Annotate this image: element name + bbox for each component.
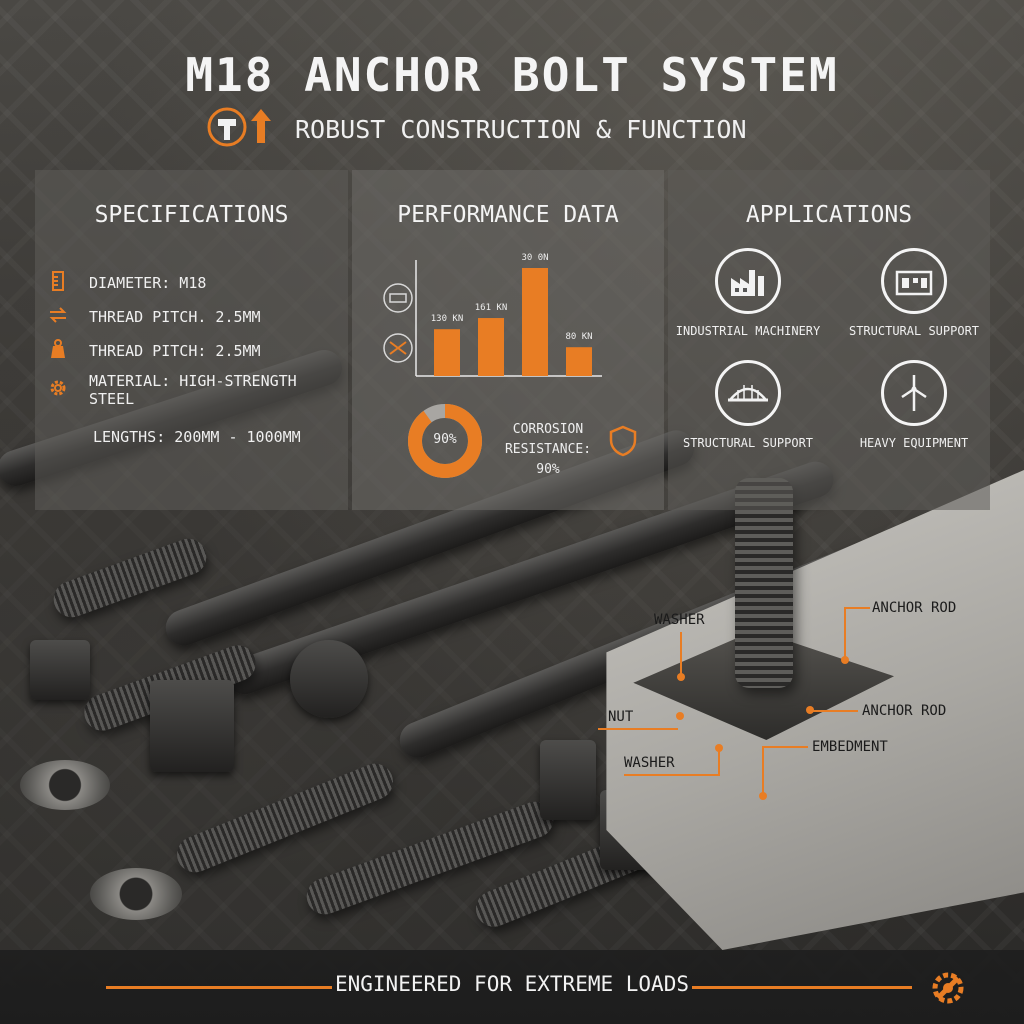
spec-thread-pitch: THREAD PITCH. 2.5MM bbox=[47, 304, 261, 330]
hex-nut bbox=[540, 740, 596, 820]
callout-dot bbox=[715, 744, 723, 752]
footer-tagline: ENGINEERED FOR EXTREME LOADS bbox=[334, 972, 689, 996]
chart-icon-1 bbox=[383, 283, 413, 313]
callout-line bbox=[812, 710, 858, 712]
subtitle-row: ROBUST CONSTRUCTION & FUNCTION bbox=[205, 104, 747, 154]
chart-data-label: 30 0N bbox=[521, 253, 548, 263]
hex-nut bbox=[150, 680, 234, 772]
bridge-icon bbox=[715, 360, 781, 426]
gear-icon bbox=[47, 377, 69, 403]
callout-embedment: EMBEDMENT bbox=[812, 739, 888, 755]
callout-line bbox=[844, 607, 870, 609]
spec-label: DIAMETER: M18 bbox=[89, 274, 207, 292]
performance-bar-chart: 130 KN 161 KN 30 0N 80 KN bbox=[383, 253, 602, 377]
callout-line bbox=[844, 607, 846, 659]
callout-dot bbox=[677, 673, 685, 681]
weight-icon bbox=[47, 338, 69, 364]
callout-line bbox=[624, 774, 720, 776]
hex-nut bbox=[290, 640, 368, 718]
chart-bar bbox=[522, 268, 548, 376]
corrosion-donut bbox=[408, 404, 482, 478]
chart-data-label: 130 KN bbox=[431, 314, 464, 324]
app-label: HEAVY EQUIPMENT bbox=[859, 436, 969, 450]
vertical-anchor-bolt bbox=[735, 478, 793, 688]
app-heavy-equipment: HEAVY EQUIPMENT bbox=[834, 360, 994, 450]
chart-bar bbox=[566, 347, 592, 376]
bolt-arrow-icon bbox=[205, 103, 277, 155]
page-title: M18 ANCHOR BOLT SYSTEM bbox=[185, 48, 839, 102]
wind-turbine-icon bbox=[881, 360, 947, 426]
callout-line bbox=[680, 632, 682, 676]
spec-label: THREAD PITCH: 2.5MM bbox=[89, 342, 261, 360]
spec-label: LENGTHS: 200MM - 1000MM bbox=[93, 428, 301, 446]
applications-panel: APPLICATIONS INDUSTRIAL MACHINERY STRUCT… bbox=[668, 170, 990, 510]
spec-diameter: DIAMETER: M18 bbox=[47, 270, 206, 296]
spec-lengths: LENGTHS: 200MM - 1000MM bbox=[93, 428, 301, 446]
chart-data-label: 80 KN bbox=[565, 332, 592, 342]
footer-line-right bbox=[692, 986, 912, 989]
specifications-panel: SPECIFICATIONS DIAMETER: M18 THREAD PITC… bbox=[35, 170, 348, 510]
callout-dot bbox=[806, 706, 814, 714]
donut-label: 90% bbox=[433, 432, 457, 447]
factory-icon bbox=[715, 248, 781, 314]
applications-heading: APPLICATIONS bbox=[745, 202, 913, 228]
spec-material: MATERIAL: HIGH-STRENGTH STEEL bbox=[47, 372, 348, 408]
callout-line bbox=[762, 746, 764, 796]
app-label: STRUCTURAL SUPPORT bbox=[682, 436, 814, 450]
chart-data-label: 161 KN bbox=[475, 303, 508, 313]
washer bbox=[90, 868, 182, 920]
chart-bar bbox=[434, 329, 460, 376]
specifications-heading: SPECIFICATIONS bbox=[94, 202, 289, 228]
gear-wrench-icon bbox=[928, 968, 968, 1012]
callout-dot bbox=[759, 792, 767, 800]
spec-thread-pitch-2: THREAD PITCH: 2.5MM bbox=[47, 338, 261, 364]
callout-line bbox=[598, 728, 678, 730]
app-label: INDUSTRIAL MACHINERY bbox=[675, 324, 821, 338]
ruler-icon bbox=[47, 270, 69, 296]
callout-anchor-rod-top: ANCHOR ROD bbox=[872, 600, 957, 616]
spec-label: MATERIAL: HIGH-STRENGTH STEEL bbox=[89, 372, 297, 408]
callout-nut: NUT bbox=[608, 709, 634, 725]
callout-dot bbox=[676, 712, 684, 720]
callout-dot bbox=[841, 656, 849, 664]
arrows-icon bbox=[47, 304, 69, 330]
performance-heading: PERFORMANCE DATA bbox=[397, 202, 619, 228]
shield-icon bbox=[608, 424, 638, 462]
footer-line-left bbox=[106, 986, 332, 989]
chart-icon-2 bbox=[383, 333, 413, 363]
building-icon bbox=[881, 248, 947, 314]
app-industrial-machinery: INDUSTRIAL MACHINERY bbox=[668, 248, 828, 338]
callout-washer-top: WASHER bbox=[654, 612, 705, 628]
washer bbox=[20, 760, 110, 810]
hex-nut bbox=[30, 640, 90, 700]
app-structural-support: STRUCTURAL SUPPORT bbox=[834, 248, 994, 338]
chart-bar bbox=[478, 318, 504, 376]
spec-label: THREAD PITCH. 2.5MM bbox=[89, 308, 261, 326]
callout-washer-bottom: WASHER bbox=[624, 755, 675, 771]
callout-line bbox=[718, 748, 720, 776]
callout-anchor-rod-mid: ANCHOR ROD bbox=[862, 703, 947, 719]
app-structural-support-bridge: STRUCTURAL SUPPORT bbox=[668, 360, 828, 450]
subtitle: ROBUST CONSTRUCTION & FUNCTION bbox=[295, 114, 747, 144]
app-label: STRUCTURAL SUPPORT bbox=[848, 324, 980, 338]
footer-bar: ENGINEERED FOR EXTREME LOADS bbox=[0, 950, 1024, 1024]
corrosion-label: CORROSION RESISTANCE: 90% bbox=[504, 422, 592, 477]
callout-line bbox=[762, 746, 808, 748]
